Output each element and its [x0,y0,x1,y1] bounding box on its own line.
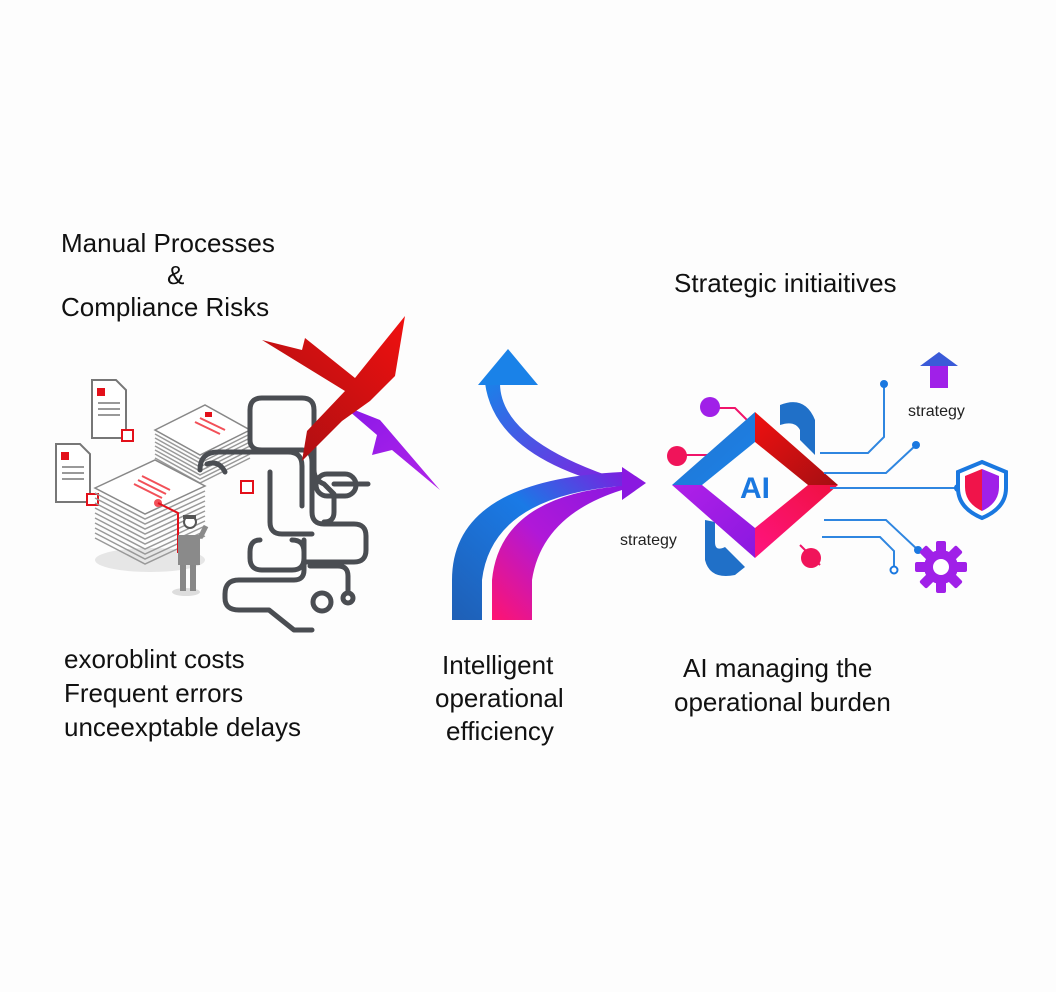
document-icon [55,443,99,506]
document-stack-icon [55,379,254,596]
problem-delays: unceexptable delays [64,712,302,742]
left-title-line2: Compliance Risks [61,292,270,322]
right-title: Strategic initiaitives [674,268,897,298]
left-title-line1: Manual Processes [61,228,275,258]
middle-caption-line2: operational [435,683,564,713]
paper-stack [93,459,207,572]
problem-errors: Frequent errors [64,678,244,708]
red-x-icon [262,316,440,490]
curved-arrows-icon [452,349,646,620]
strategy-label-left: strategy [620,532,677,549]
ai-diamond-icon: AI [667,397,838,576]
right-caption-line1: AI managing the [683,653,873,683]
tangled-process-icon [197,395,371,633]
right-caption-line2: operational burden [674,687,891,717]
person-figure [172,515,209,596]
problem-costs: exoroblint costs [64,644,245,674]
strategy-label-top: strategy [908,403,965,420]
document-icon [91,379,134,442]
ai-label: AI [740,472,770,505]
left-title-ampersand: & [167,260,185,290]
up-arrow-icon [920,352,958,388]
gear-icon [915,541,967,593]
middle-caption-line3: efficiency [446,716,554,746]
circuit-lines [820,380,962,575]
middle-caption-line1: Intelligent [442,650,554,680]
shield-icon [956,459,1008,521]
